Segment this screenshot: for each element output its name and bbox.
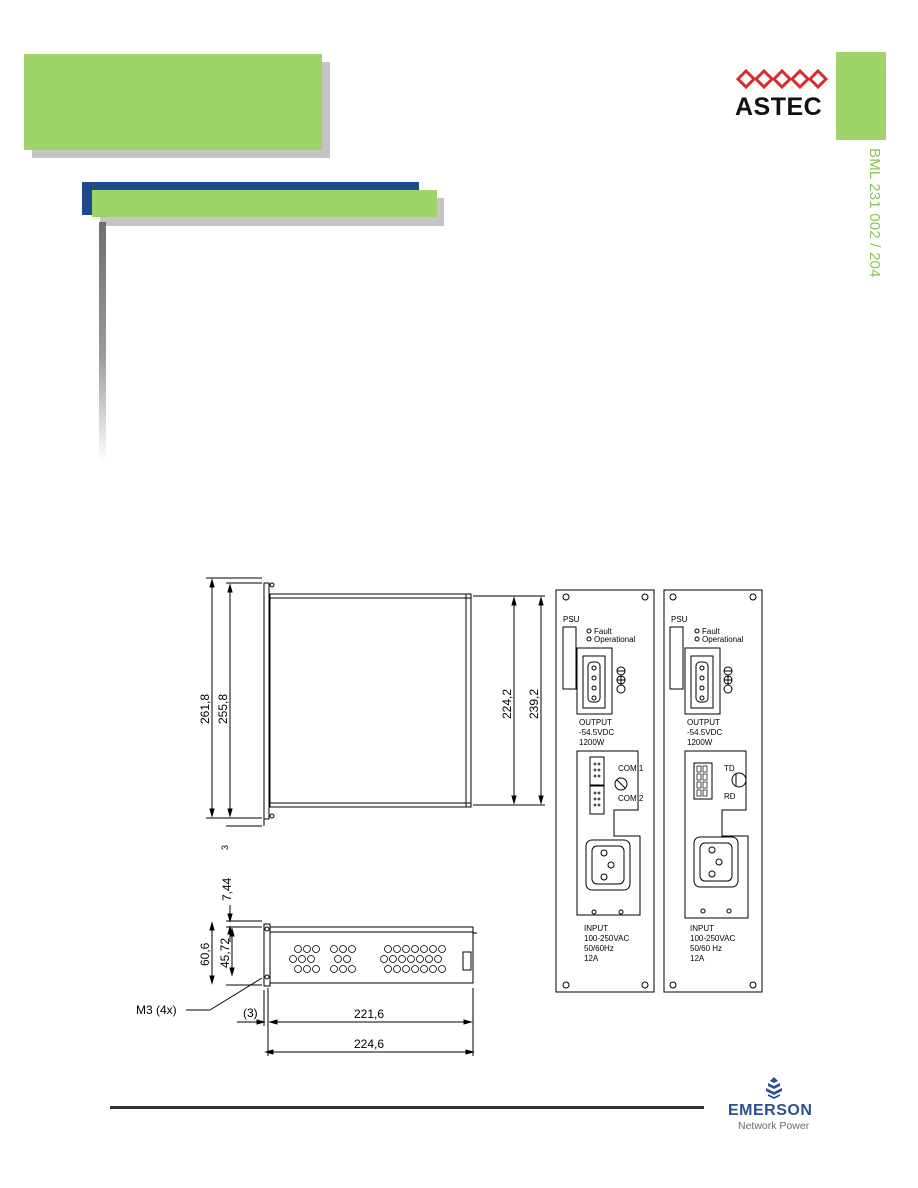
emerson-brand: EMERSON [728, 1102, 813, 1119]
dim-221-6: 221,6 [354, 1007, 384, 1021]
dim-261: 261,8 [198, 694, 212, 724]
document-code: BML 231 002 / 204 [866, 148, 883, 278]
side-view [206, 577, 545, 827]
panel2-psu: PSU [671, 615, 688, 624]
astec-logo-text: ASTEC [735, 93, 823, 121]
panel1-output: OUTPUT [579, 718, 612, 727]
panel2-input-voltage: 100-250VAC [690, 934, 735, 943]
label-m3: M3 (4x) [136, 1003, 177, 1017]
panel1-com2: COM 2 [618, 794, 644, 803]
panel1-power: 1200W [579, 738, 605, 747]
panel1-input-freq: 50/60Hz [584, 944, 614, 953]
dim-224-2: 224,2 [500, 689, 514, 719]
astec-logo-icon [735, 68, 829, 90]
front-panel-tdrd [663, 589, 763, 993]
panel1-input: INPUT [584, 924, 608, 933]
panel2-power: 1200W [687, 738, 713, 747]
section-bar [92, 190, 437, 217]
dim-3: 3 [220, 845, 230, 850]
dim-60-6: 60,6 [198, 942, 212, 966]
footer-rule [110, 1106, 704, 1109]
panel2-input: INPUT [690, 924, 714, 933]
dim-7-44: 7,44 [220, 877, 234, 901]
panel1-voltage: -54.5VDC [579, 728, 614, 737]
dim-255: 255,8 [216, 694, 230, 724]
panel2-td: TD [724, 764, 735, 773]
dim-paren-3: (3) [243, 1006, 258, 1020]
emerson-logo-icon [766, 1077, 782, 1099]
panel2-input-freq: 50/60 Hz [690, 944, 722, 953]
panel2-operational: Operational [702, 635, 744, 644]
section-divider [99, 222, 106, 462]
title-block [24, 54, 322, 150]
panel2-input-current: 12A [690, 954, 705, 963]
dim-239-2: 239,2 [527, 689, 541, 719]
panel1-input-voltage: 100-250VAC [584, 934, 629, 943]
panel1-input-current: 12A [584, 954, 599, 963]
panel1-com1: COM 1 [618, 764, 644, 773]
panel1-fault: Fault [594, 627, 613, 636]
dim-224-6: 224,6 [354, 1037, 384, 1051]
panel2-output: OUTPUT [687, 718, 720, 727]
panel2-voltage: -54.5VDC [687, 728, 722, 737]
panel1-psu: PSU [563, 615, 580, 624]
emerson-division: Network Power [738, 1120, 810, 1132]
panel1-operational: Operational [594, 635, 636, 644]
panel2-fault: Fault [702, 627, 721, 636]
side-tab [836, 52, 886, 140]
panel2-rd: RD [724, 792, 736, 801]
front-panel-com [555, 589, 655, 993]
dim-45-72: 45,72 [218, 938, 232, 968]
top-view [186, 905, 477, 1056]
